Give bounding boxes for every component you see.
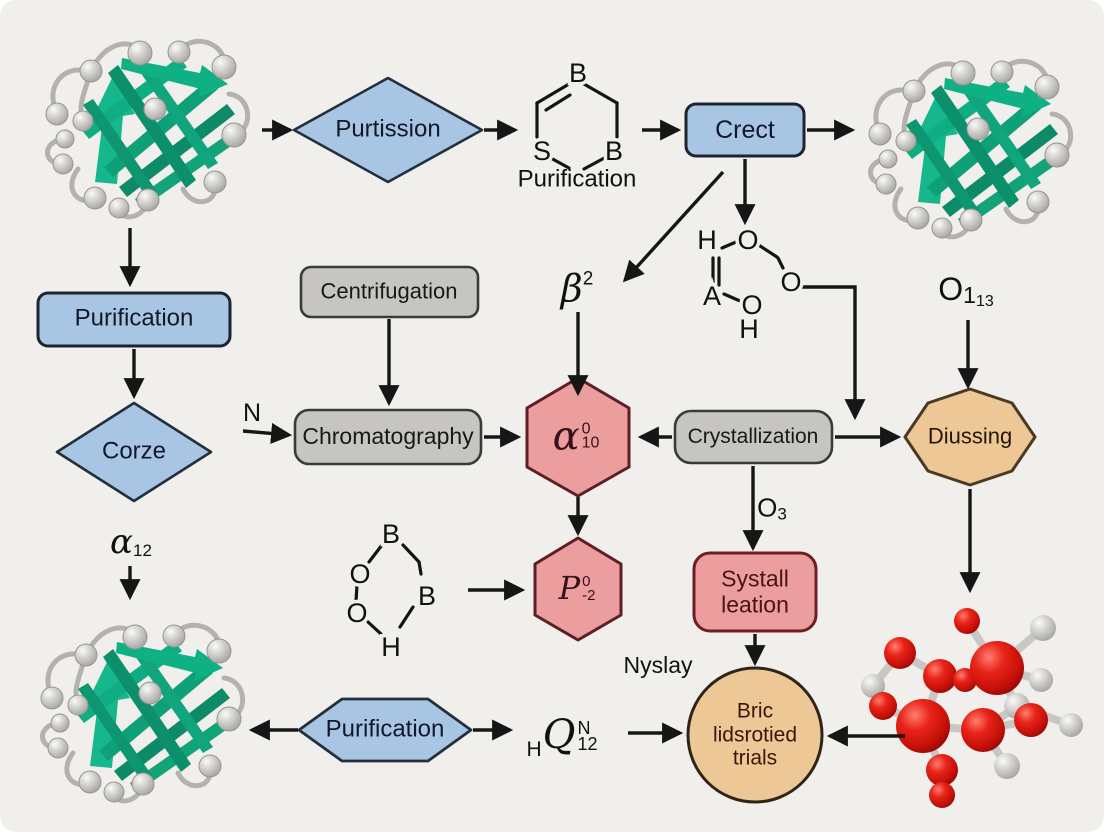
atom-label: B: [569, 58, 587, 88]
p-hex-label: P 0 -2: [558, 569, 596, 608]
atom-label: O: [349, 559, 370, 589]
chem-structure-middle: [711, 240, 785, 303]
crect-label: Crect: [715, 116, 775, 144]
atom-label: H: [739, 314, 759, 344]
protein-ribbon-top-right: [869, 61, 1071, 238]
systall-box: [692, 551, 818, 633]
atom-label: B: [382, 519, 400, 549]
purtission-label: Purtission: [335, 115, 441, 143]
alpha-hexagon: [525, 376, 631, 498]
protein-ribbon-top-left: [46, 41, 248, 218]
o113-label: O 1 13: [938, 271, 994, 311]
corze-label: Corze: [101, 437, 167, 465]
atom-label: O: [737, 225, 758, 255]
q12n-label: H Q N 12: [526, 712, 598, 762]
crect-box: [684, 102, 806, 158]
alpha-sup: 0: [581, 420, 591, 438]
alpha-symbol: α: [552, 413, 580, 460]
diussing-shape: [903, 387, 1037, 487]
atom-label: B: [418, 581, 436, 611]
protein-ribbon-bottom-left: [41, 625, 243, 802]
purification-box: [36, 291, 232, 348]
flow-arrows: [119, 119, 981, 747]
chem-structure-top: [535, 82, 619, 171]
bric-circle: [686, 666, 824, 804]
p-symbol: P: [558, 569, 581, 608]
o3-label: O 3: [757, 492, 787, 524]
atom-label: H: [697, 225, 717, 255]
ball-and-stick-molecule: [861, 608, 1083, 808]
atom-label: S: [533, 136, 551, 166]
nyslay-label: Nyslay: [623, 652, 693, 679]
purtission-diamond: [292, 76, 484, 184]
crystallization-label: Crystallization: [687, 425, 819, 449]
atom-label: O: [780, 267, 801, 297]
atom-label: B: [605, 136, 623, 166]
p-sub: -2: [582, 586, 596, 604]
purification-hex-label: Purification: [325, 715, 445, 743]
atom-label: O: [741, 290, 762, 320]
centrifugation-box: [299, 265, 480, 319]
diussing-label: Diussing: [927, 423, 1013, 449]
systall-label: Systall leation: [721, 565, 789, 617]
chem-structure-lower: [354, 543, 423, 636]
purification-left-label: Purification: [74, 304, 194, 332]
chromatography-label: Chromatography: [302, 423, 474, 450]
n-edge-label: N: [242, 399, 262, 427]
alpha-hex-label: α 0 10: [552, 413, 600, 460]
purification-hexagon: [297, 697, 473, 763]
centrifugation-label: Centrifugation: [320, 278, 458, 304]
p-hexagon: [533, 536, 623, 642]
chem-top-caption: Purification: [517, 165, 637, 193]
beta2-label: β 2: [560, 266, 594, 311]
p-sup: 0: [582, 573, 591, 591]
crystallization-box: [673, 409, 834, 465]
atom-label: O: [346, 598, 367, 628]
chromatography-box: [293, 408, 483, 466]
atom-label: H: [381, 632, 401, 662]
bric-circle-label: Bric lidsrotied trials: [712, 699, 798, 770]
alpha12-label: α 12: [110, 521, 152, 562]
atom-label: A: [703, 281, 721, 311]
corze-diamond: [55, 401, 213, 503]
alpha-sub: 10: [581, 434, 600, 452]
